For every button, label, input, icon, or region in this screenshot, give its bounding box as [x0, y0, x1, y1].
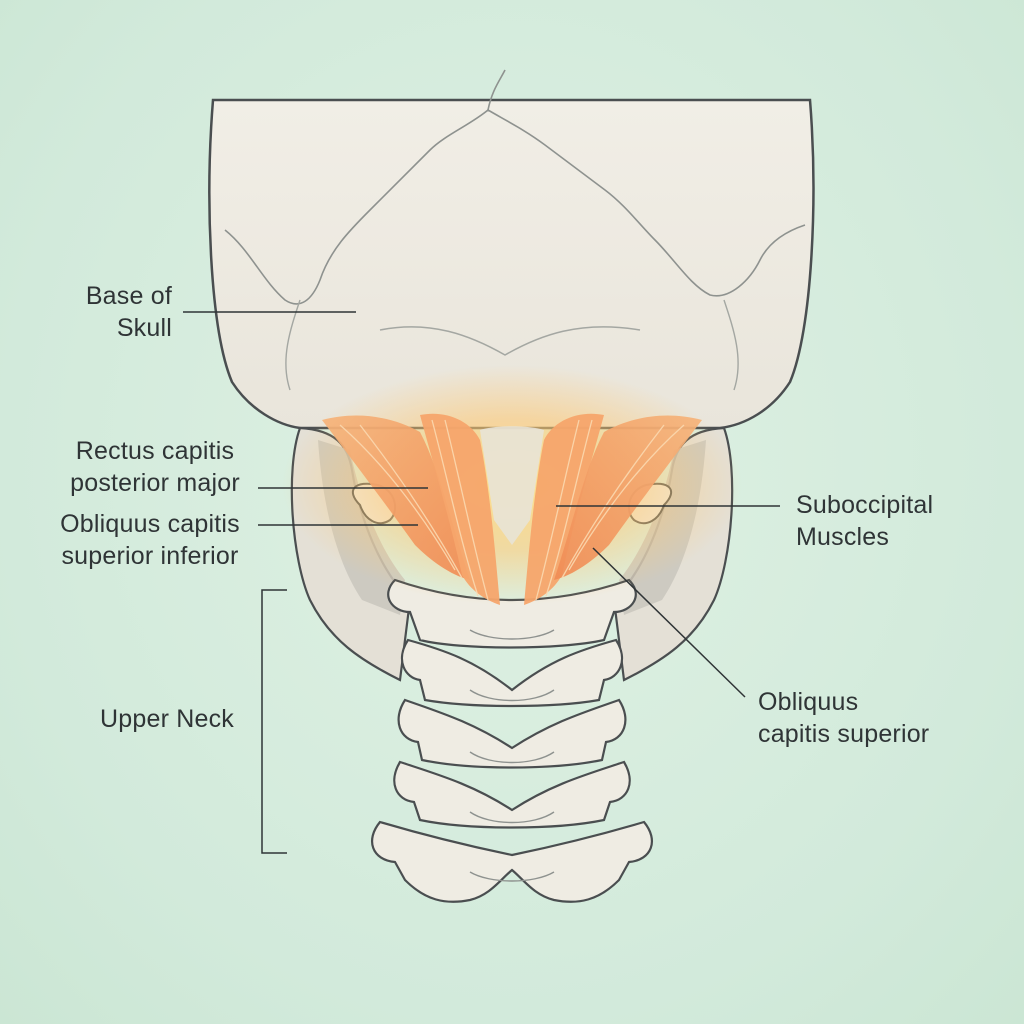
central-ligament	[480, 426, 544, 545]
vertebra-c4	[393, 760, 631, 829]
label-obliquus-capitis-superior: Obliquus capitis superior	[758, 686, 929, 750]
occipital-ridge	[379, 326, 641, 356]
vertebra-c2	[401, 638, 623, 708]
left-outer-muscle	[322, 415, 470, 580]
label-rectus-line2: posterior major	[70, 469, 240, 497]
skull-inner-left	[285, 299, 301, 391]
cervical-spine	[371, 578, 653, 903]
label-obliquus-superior-line1: Obliquus	[758, 688, 859, 716]
right-outer-muscle	[554, 415, 702, 580]
lambdoid-suture	[224, 109, 806, 305]
label-base-of-skull-line1: Base of	[85, 282, 172, 310]
leader-obliquus-superior	[592, 547, 746, 698]
label-rectus-line1: Rectus capitis	[75, 437, 235, 465]
vertebra-c5	[371, 820, 653, 903]
right-inner-muscle	[524, 413, 604, 605]
label-suboccipital-line2: Muscles	[796, 523, 890, 551]
label-suboccipital-line1: Suboccipital	[796, 491, 934, 519]
label-obliquus-capitis-superior-inferior: Obliquus capitis superior inferior	[30, 508, 270, 572]
left-inner-muscle	[420, 413, 500, 605]
label-rectus-capitis-posterior-major: Rectus capitis posterior major	[40, 435, 270, 499]
upper-neck-bracket	[261, 589, 287, 854]
vertebra-details	[469, 629, 555, 882]
label-obliquus-si-line1: Obliquus capitis	[60, 510, 240, 538]
suboccipital-muscle-group	[322, 413, 702, 605]
label-obliquus-si-line2: superior inferior	[61, 542, 239, 570]
label-base-of-skull: Base of Skull	[40, 280, 172, 344]
label-base-of-skull-line2: Skull	[116, 314, 172, 342]
leader-lines	[183, 311, 780, 854]
label-upper-neck: Upper Neck	[100, 703, 234, 735]
skull-inner-right	[723, 299, 739, 391]
label-upper-neck-text: Upper Neck	[100, 705, 234, 733]
vertebra-c3	[397, 698, 627, 769]
label-obliquus-superior-line2: capitis superior	[758, 720, 930, 748]
label-suboccipital-muscles: Suboccipital Muscles	[796, 489, 933, 553]
sagittal-suture	[487, 69, 506, 111]
